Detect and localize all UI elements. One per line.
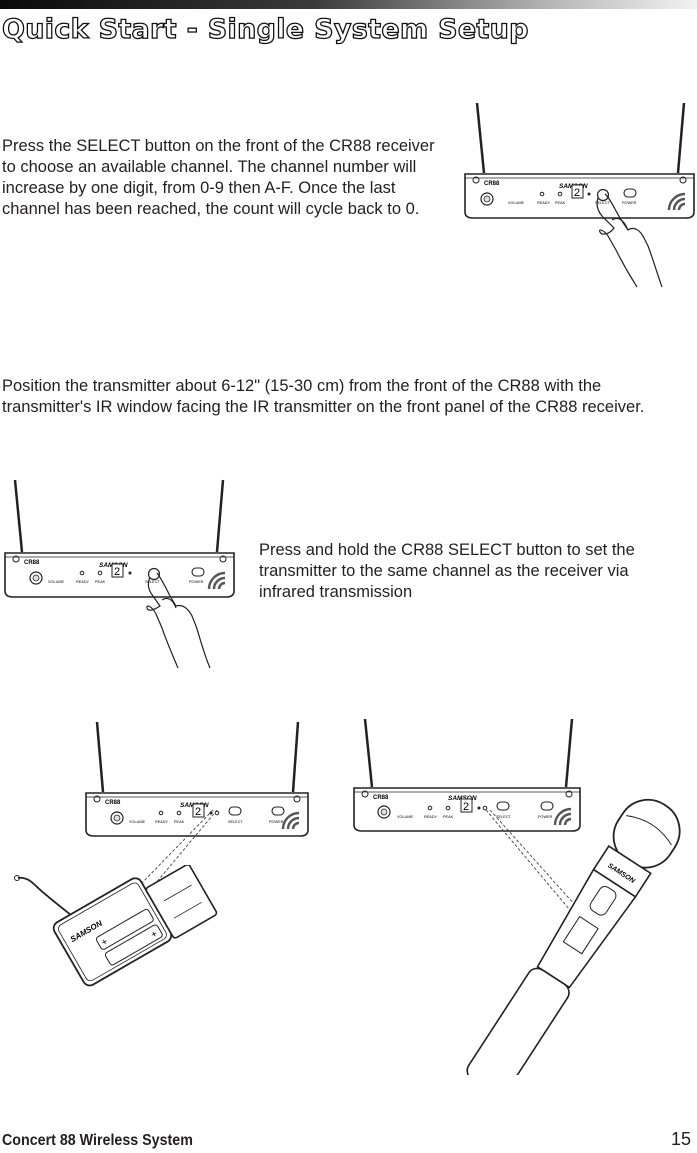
svg-text:CR88: CR88 [105,800,121,806]
svg-text:+: + [99,936,110,949]
svg-text:+: + [149,928,160,941]
svg-text:PEAK: PEAK [443,815,454,819]
svg-text:SELECT: SELECT [595,201,610,205]
svg-text:CR88: CR88 [24,560,40,566]
svg-text:SELECT: SELECT [145,580,160,584]
svg-text:PEAK: PEAK [555,201,566,205]
svg-text:POWER: POWER [538,815,553,819]
receiver-illustration-select: CR88 SAMSON VOLUME READY PEAK 2 SELECT P… [464,102,695,288]
svg-text:VOLUME: VOLUME [508,201,525,205]
svg-text:POWER: POWER [269,820,284,824]
channel-display-digit: 2 [574,187,580,199]
receiver-illustration-hold-select: CR88 SAMSON VOLUME READY PEAK 2 SELECT P… [4,479,235,669]
svg-text:READY: READY [76,580,90,584]
step-position-transmitter-text: Position the transmitter about 6-12" (15… [2,377,645,416]
page-number: 15 [670,1129,691,1149]
handheld-microphone-illustration: SAMSON [466,798,681,1075]
svg-text:2: 2 [463,801,469,813]
model-text: CR88 [484,181,500,187]
header-gradient-bar [0,0,697,9]
svg-text:VOLUME: VOLUME [48,580,65,584]
svg-text:READY: READY [537,201,551,205]
svg-text:READY: READY [424,815,438,819]
svg-text:VOLUME: VOLUME [397,815,414,819]
svg-text:CR88: CR88 [373,795,389,801]
svg-text:2: 2 [114,566,120,578]
svg-text:2: 2 [195,806,201,818]
step-select-channel-text: Press the SELECT button on the front of … [2,137,435,218]
svg-text:SELECT: SELECT [496,815,511,819]
footer-title: Concert 88 Wireless System [2,1132,193,1149]
receiver-illustration-handheld: CR88 SAMSON VOLUME READY PEAK 2 SELECT P… [353,718,581,832]
ir-beam-lines [139,809,593,929]
svg-text:READY: READY [155,820,169,824]
svg-text:PEAK: PEAK [95,580,106,584]
step-hold-select-text: Press and hold the CR88 SELECT button to… [259,541,635,601]
svg-text:PEAK: PEAK [174,820,185,824]
bodypack-transmitter-illustration: SAMSON + + [14,865,218,987]
svg-text:POWER: POWER [622,201,637,205]
svg-text:POWER: POWER [189,580,204,584]
receiver-illustration-bodypack: CR88 SAMSON VOLUME READY PEAK 2 SELECT P… [85,721,309,837]
page-title: Quick Start - Single System Setup [1,13,529,45]
svg-text:SELECT: SELECT [228,820,243,824]
svg-text:VOLUME: VOLUME [129,820,146,824]
